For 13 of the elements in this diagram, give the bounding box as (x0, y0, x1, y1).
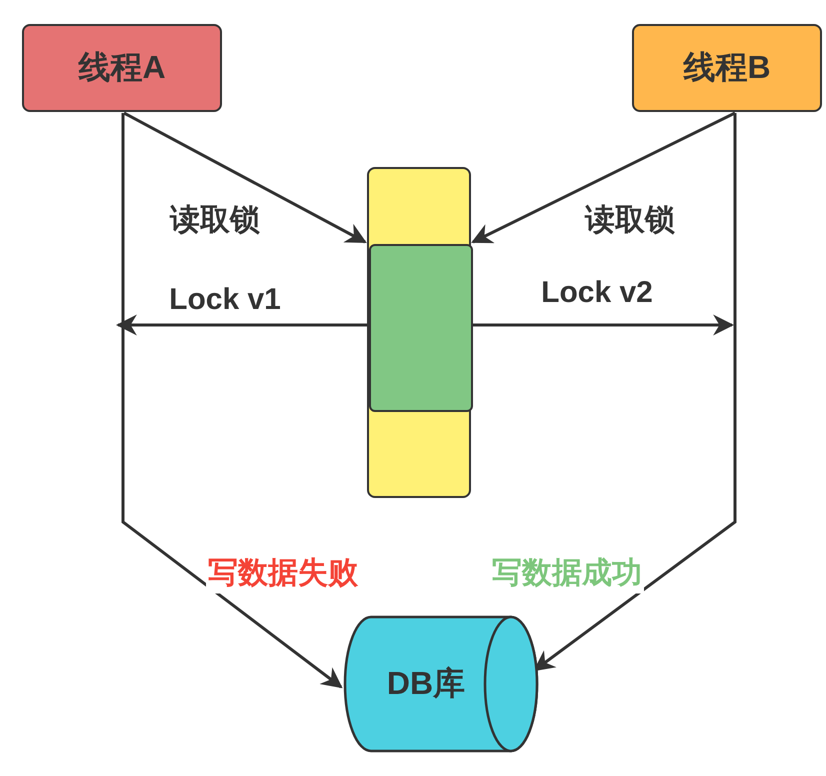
node-label: 线程B (683, 48, 771, 87)
process-box (632, 24, 822, 112)
lock-column (367, 167, 471, 498)
arrow (123, 112, 367, 244)
lock-segment (369, 244, 473, 412)
arrow (471, 314, 734, 336)
node-label: 线程A (78, 48, 166, 87)
arrow (471, 112, 736, 244)
arrow (116, 314, 367, 336)
process-box (22, 24, 222, 112)
node-label: DB库 (386, 664, 466, 703)
database-cylinder (343, 615, 539, 753)
arrow (122, 113, 343, 688)
